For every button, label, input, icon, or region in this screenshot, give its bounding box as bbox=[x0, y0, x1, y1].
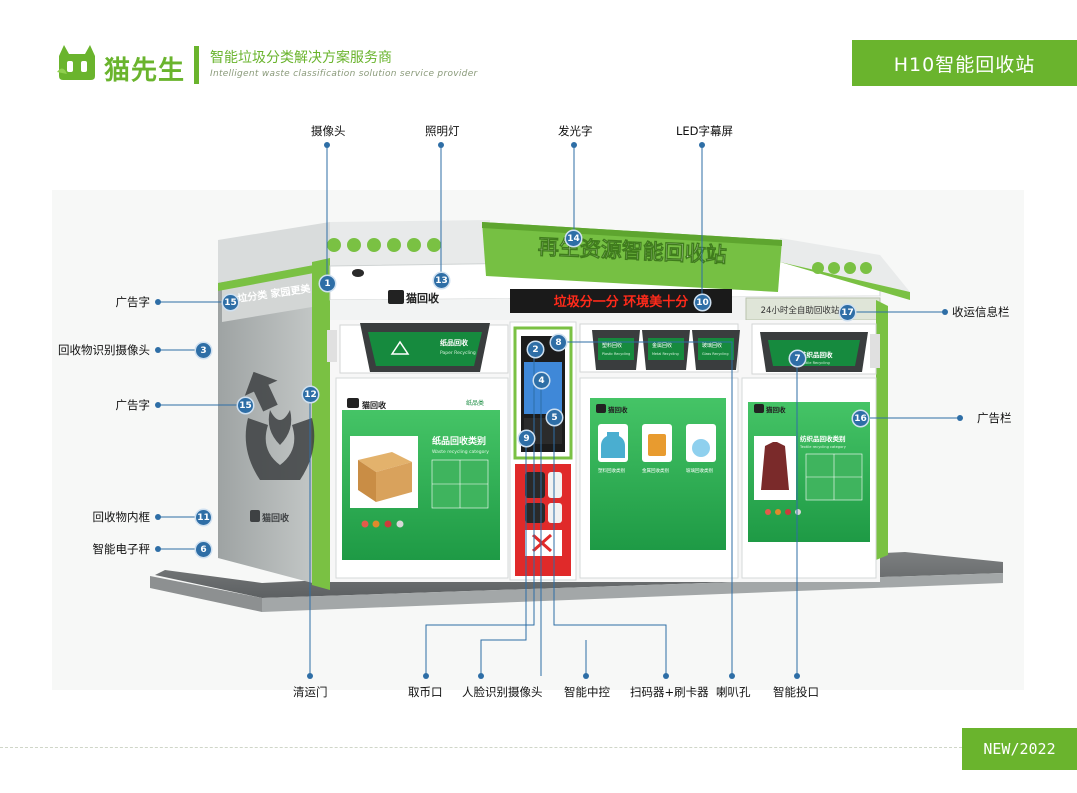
label-inner-frame: 回收物内框 bbox=[92, 510, 151, 524]
label-recognition-camera: 回收物识别摄像头 bbox=[58, 343, 150, 357]
marker-9: 9 bbox=[519, 431, 534, 446]
marker-3: 3 bbox=[196, 343, 211, 358]
panel-textile-title: 纺织品回收类别 bbox=[800, 434, 846, 443]
bin-plastic-title: 塑料回收 bbox=[602, 342, 622, 349]
label-lighting: 照明灯 bbox=[425, 124, 460, 138]
bin-plastic-sub: Plastic Recycling bbox=[602, 352, 630, 356]
panel-paper-brand: 猫回收 bbox=[361, 400, 386, 410]
marker-2: 2 bbox=[528, 342, 543, 357]
label-luminous-text: 发光字 bbox=[558, 124, 593, 138]
brand-badge-text: 猫回收 bbox=[406, 291, 439, 305]
category-icons-right bbox=[812, 262, 872, 274]
panel-glass-title: 玻璃回收类别 bbox=[686, 467, 713, 474]
marker-15b: 15 bbox=[238, 398, 253, 413]
marker-8: 8 bbox=[551, 335, 566, 350]
bin-textile-sub: Textile Recycling bbox=[799, 361, 830, 365]
info-bar-text: 24小时全自助回收站 bbox=[761, 305, 840, 316]
panel-metal-title: 金属回收类别 bbox=[642, 467, 669, 474]
marker-16: 16 bbox=[853, 411, 868, 426]
led-screen-text: 垃圾分一分 环境美十分 bbox=[554, 294, 689, 310]
footer-divider bbox=[0, 747, 962, 748]
marker-17: 17 bbox=[840, 305, 855, 320]
panel-corner-label: 纸品类 bbox=[466, 399, 484, 407]
label-scanner: 扫码器+刷卡器 bbox=[630, 685, 709, 699]
label-ad-text-side: 广告字 bbox=[115, 398, 151, 412]
marker-1: 1 bbox=[320, 276, 335, 291]
tagline-en: Intelligent waste classification solutio… bbox=[210, 69, 478, 79]
footer-tag: NEW/2022 bbox=[962, 728, 1077, 770]
tagline-cn: 智能垃圾分类解决方案服务商 bbox=[210, 50, 392, 66]
marker-13: 13 bbox=[434, 273, 449, 288]
recycle-hands-icon bbox=[244, 371, 315, 480]
label-led-screen: LED字幕屏 bbox=[676, 124, 734, 138]
product-title: H10智能回收站 bbox=[852, 40, 1077, 86]
label-smart-inlet: 智能投口 bbox=[773, 685, 819, 699]
side-ad-right-text: 猫回收 bbox=[262, 512, 289, 524]
label-coin-outlet: 取币口 bbox=[408, 685, 443, 699]
marker-5: 5 bbox=[547, 410, 562, 425]
marker-11: 11 bbox=[196, 510, 211, 525]
marker-12: 12 bbox=[303, 387, 318, 402]
panel-plastic-title: 塑料回收类别 bbox=[598, 467, 625, 474]
marker-4: 4 bbox=[534, 373, 549, 388]
label-ad-panel: 广告栏 bbox=[977, 411, 1012, 425]
bin-glass-sub: Glass Recycling bbox=[702, 352, 728, 356]
bin-metal-sub: Metal Recycling bbox=[652, 352, 679, 356]
cat-logo-icon bbox=[57, 45, 95, 80]
label-central-control: 智能中控 bbox=[564, 685, 610, 699]
bin-glass-title: 玻璃回收 bbox=[702, 342, 722, 349]
panel-paper-sub: Waste recycling category bbox=[432, 449, 489, 455]
marker-10: 10 bbox=[695, 295, 710, 310]
bin-paper-title: 纸品回收 bbox=[440, 338, 469, 347]
panel-mid-brand: 猫回收 bbox=[608, 405, 628, 414]
header-divider bbox=[194, 46, 199, 84]
label-face-camera: 人脸识别摄像头 bbox=[462, 685, 543, 699]
leader-dots bbox=[155, 142, 963, 679]
label-cleaning-door: 清运门 bbox=[293, 685, 328, 699]
bin-metal-title: 金属回收 bbox=[652, 342, 672, 349]
label-ad-text-top: 广告字 bbox=[115, 295, 151, 309]
label-info-bar: 收运信息栏 bbox=[952, 305, 1010, 319]
leader-lines bbox=[158, 145, 960, 676]
label-speaker: 喇叭孔 bbox=[716, 685, 751, 699]
marker-6: 6 bbox=[196, 542, 211, 557]
marker-15a: 15 bbox=[223, 295, 238, 310]
panel-textile-brand: 猫回收 bbox=[766, 405, 786, 414]
category-icons-left bbox=[327, 238, 441, 252]
bin-paper-sub: Paper Recycling bbox=[440, 350, 476, 356]
marker-7: 7 bbox=[790, 351, 805, 366]
panel-textile-sub: Textile recycling category bbox=[799, 445, 847, 449]
label-scale: 智能电子秤 bbox=[92, 542, 151, 556]
marker-14: 14 bbox=[566, 231, 581, 246]
bin-textile-title: 纺织品回收 bbox=[800, 350, 833, 359]
panel-paper-title: 纸品回收类别 bbox=[432, 435, 486, 447]
label-camera: 摄像头 bbox=[311, 124, 346, 138]
brand-name: 猫先生 bbox=[104, 56, 186, 86]
